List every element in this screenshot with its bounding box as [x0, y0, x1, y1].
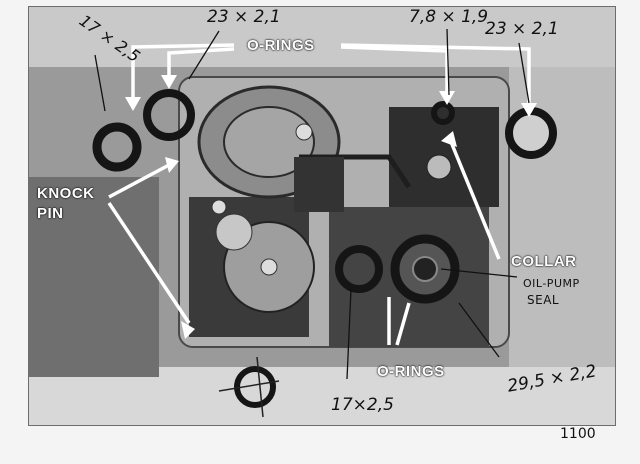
oring-17x25-bottom — [335, 245, 383, 293]
top-arrow-lines — [131, 43, 531, 105]
gearbox-photo: O-RINGS KNOCK PIN COLLAR O-RINGS 17 × 2,… — [28, 6, 616, 426]
seal-label: SEAL — [527, 293, 560, 307]
page-number: 1100 — [560, 426, 596, 442]
photo-drawing — [29, 7, 615, 425]
upper-left-boss — [215, 213, 253, 251]
size-78x19: 7,8 × 1,9 — [409, 7, 489, 27]
knock-label: KNOCK — [37, 185, 95, 202]
oval-inner — [223, 106, 315, 178]
loose-oring-mark-v — [256, 356, 264, 418]
screw-2 — [426, 154, 452, 180]
knock-arrowhead-1 — [165, 157, 179, 173]
size-17x25-bottom: 17×2,5 — [331, 395, 394, 415]
oring-23x21-left — [143, 89, 195, 141]
oring-23x21-right — [505, 107, 557, 159]
oring-17x25-top — [92, 122, 142, 172]
top-arrowheads — [125, 75, 537, 117]
bottom-oring-arrows — [387, 297, 411, 346]
left-housing — [29, 177, 159, 377]
loose-oring — [234, 366, 276, 408]
screw-1 — [295, 123, 313, 141]
collar-arrowhead — [441, 131, 457, 147]
o-rings-top-label: O-RINGS — [247, 37, 315, 54]
loose-oring-mark-h — [218, 380, 280, 392]
pin-label: PIN — [37, 205, 64, 222]
oil-pump-label: OIL-PUMP — [523, 277, 580, 290]
collar-arrow — [447, 136, 501, 260]
ink-pointer-lines — [94, 28, 530, 380]
o-rings-bottom-label: O-RINGS — [377, 363, 445, 380]
knock-pin-arrows — [107, 163, 191, 324]
gear-center-screw — [260, 258, 278, 276]
top-housing — [29, 7, 615, 67]
size-23x21-right: 23 × 2,1 — [485, 19, 559, 39]
knock-arrowhead-2 — [181, 321, 195, 339]
collar-label: COLLAR — [511, 253, 577, 270]
oil-pump-seal — [412, 256, 438, 282]
screw-3 — [211, 199, 227, 215]
size-23x21-left: 23 × 2,1 — [207, 7, 281, 27]
oring-78x19 — [431, 101, 455, 125]
center-block — [294, 157, 344, 212]
